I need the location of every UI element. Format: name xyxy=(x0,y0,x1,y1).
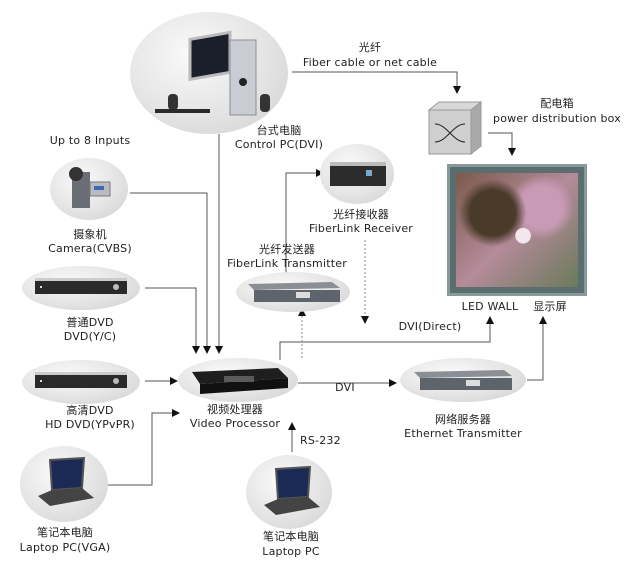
camera-image xyxy=(50,158,128,220)
laptop-rs232-image xyxy=(246,455,332,529)
hd-dvd-image xyxy=(22,360,140,404)
fiber-transmitter-label-zh: 光纤发送器 xyxy=(259,243,315,256)
wire-power-to-wall xyxy=(488,132,516,156)
control-pc-label-en: Control PC(DVI) xyxy=(234,138,324,151)
inputs-title: Up to 8 Inputs xyxy=(49,134,131,147)
dvd-player-icon xyxy=(35,278,127,294)
camera-label-en: Camera(CVBS) xyxy=(48,242,132,255)
fiber-cable-label-zh: 光纤 xyxy=(358,41,382,54)
wire-dvd-to-processor xyxy=(145,287,200,354)
laptop-vga-label-en: Laptop PC(VGA) xyxy=(19,541,111,554)
camera-label-zh: 摄象机 xyxy=(73,228,107,241)
camcorder-icon xyxy=(69,167,111,208)
dvi-direct-label: DVI(Direct) xyxy=(398,320,462,333)
led-wall-label-zh: 显示屏 xyxy=(533,300,567,313)
laptop-rs232-label-en: Laptop PC xyxy=(262,545,320,558)
wire-camera-to-processor xyxy=(130,192,211,354)
wire-dvi-direct xyxy=(279,316,494,360)
hd-dvd-player-icon xyxy=(35,372,127,388)
laptop-rs232-label-zh: 笔记本电脑 xyxy=(263,530,319,543)
control-pc-label-zh: 台式电脑 xyxy=(256,124,302,137)
ethernet-transmitter-icon xyxy=(414,370,512,390)
ethernet-transmitter-image xyxy=(400,358,526,402)
hd-dvd-label-zh: 高清DVD xyxy=(66,404,114,417)
fiber-receiver-label-en: FiberLink Receiver xyxy=(308,222,414,235)
fiber-receiver-icon xyxy=(330,162,386,186)
video-processor-label-zh: 视频处理器 xyxy=(207,403,263,416)
dvd-image xyxy=(22,266,140,310)
fiber-receiver-image xyxy=(320,144,394,204)
ethernet-transmitter-label-zh: 网络服务器 xyxy=(435,413,491,426)
fiber-receiver-label-zh: 光纤接收器 xyxy=(333,208,389,221)
wire-fiber-tx-rx xyxy=(285,169,324,275)
rs232-label: RS-232 xyxy=(300,434,341,447)
laptop-vga-label-zh: 笔记本电脑 xyxy=(37,526,93,539)
video-processor-image xyxy=(178,358,298,402)
fiber-cable-label-en: Fiber cable or net cable xyxy=(302,56,438,69)
led-wall-screen xyxy=(447,164,587,296)
fiber-transmitter-label-en: FiberLink Transmitter xyxy=(227,257,347,270)
video-processor-label-en: Video Processor xyxy=(189,417,281,430)
wire-laptop-to-processor xyxy=(108,409,180,486)
ethernet-transmitter-label-en: Ethernet Transmitter xyxy=(404,427,522,440)
fiber-transmitter-icon xyxy=(248,282,340,302)
desktop-computer-icon xyxy=(155,30,270,116)
hd-dvd-label-en: HD DVD(YPvPR) xyxy=(45,418,135,431)
laptop-icon xyxy=(38,456,94,506)
video-processor-icon xyxy=(192,368,288,394)
dvi-label: DVI xyxy=(335,381,355,394)
power-box-icon xyxy=(427,100,483,156)
power-box-label-zh: 配电箱 xyxy=(540,97,574,110)
dvd-label-en: DVD(Y/C) xyxy=(63,330,117,343)
wire-fiber-cable xyxy=(292,71,461,94)
fiber-transmitter-image xyxy=(236,272,350,312)
led-wall-label-en: LED WALL xyxy=(461,300,519,313)
wire-ethernet-to-wall xyxy=(527,316,547,381)
control-pc-image xyxy=(130,12,288,134)
laptop-icon xyxy=(264,465,320,515)
dvd-label-zh: 普通DVD xyxy=(66,316,114,329)
coral-image xyxy=(456,173,578,287)
laptop-vga-image xyxy=(20,446,108,522)
power-box-label-en: power distribution box xyxy=(493,112,621,125)
